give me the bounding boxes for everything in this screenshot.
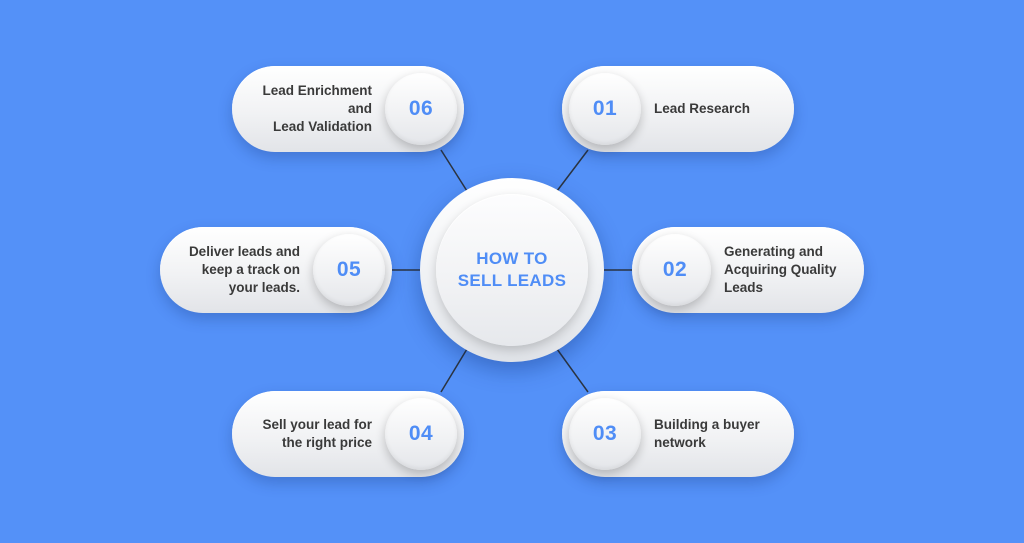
step-06-number: 06 bbox=[385, 73, 457, 145]
step-06-card: Lead Enrichment and Lead Validation 06 bbox=[232, 66, 464, 152]
step-02-label: Generating and Acquiring Quality Leads bbox=[724, 244, 837, 295]
step-01-number: 01 bbox=[569, 73, 641, 145]
step-05-card: Deliver leads and keep a track on your l… bbox=[160, 227, 392, 313]
connector-06 bbox=[440, 149, 468, 192]
center-hub-inner: HOW TO SELL LEADS bbox=[436, 194, 588, 346]
step-04-card: Sell your lead for the right price 04 bbox=[232, 391, 464, 477]
step-05-number: 05 bbox=[313, 234, 385, 306]
step-05-label: Deliver leads and keep a track on your l… bbox=[188, 244, 300, 295]
center-hub: HOW TO SELL LEADS bbox=[420, 178, 604, 362]
step-04-number: 04 bbox=[385, 398, 457, 470]
connector-03 bbox=[556, 348, 589, 393]
step-03-label: Building a buyer network bbox=[654, 417, 760, 450]
step-01-card: 01 Lead Research bbox=[562, 66, 794, 152]
connector-04 bbox=[440, 348, 468, 393]
step-03-card: 03 Building a buyer network bbox=[562, 391, 794, 477]
step-02-card: 02 Generating and Acquiring Quality Lead… bbox=[632, 227, 864, 313]
step-06-label: Lead Enrichment and Lead Validation bbox=[262, 83, 372, 134]
step-02-number: 02 bbox=[639, 234, 711, 306]
step-03-number: 03 bbox=[569, 398, 641, 470]
connector-01 bbox=[556, 149, 589, 192]
step-04-label: Sell your lead for the right price bbox=[262, 417, 372, 450]
step-01-label: Lead Research bbox=[654, 101, 751, 116]
center-title: HOW TO SELL LEADS bbox=[457, 249, 567, 290]
